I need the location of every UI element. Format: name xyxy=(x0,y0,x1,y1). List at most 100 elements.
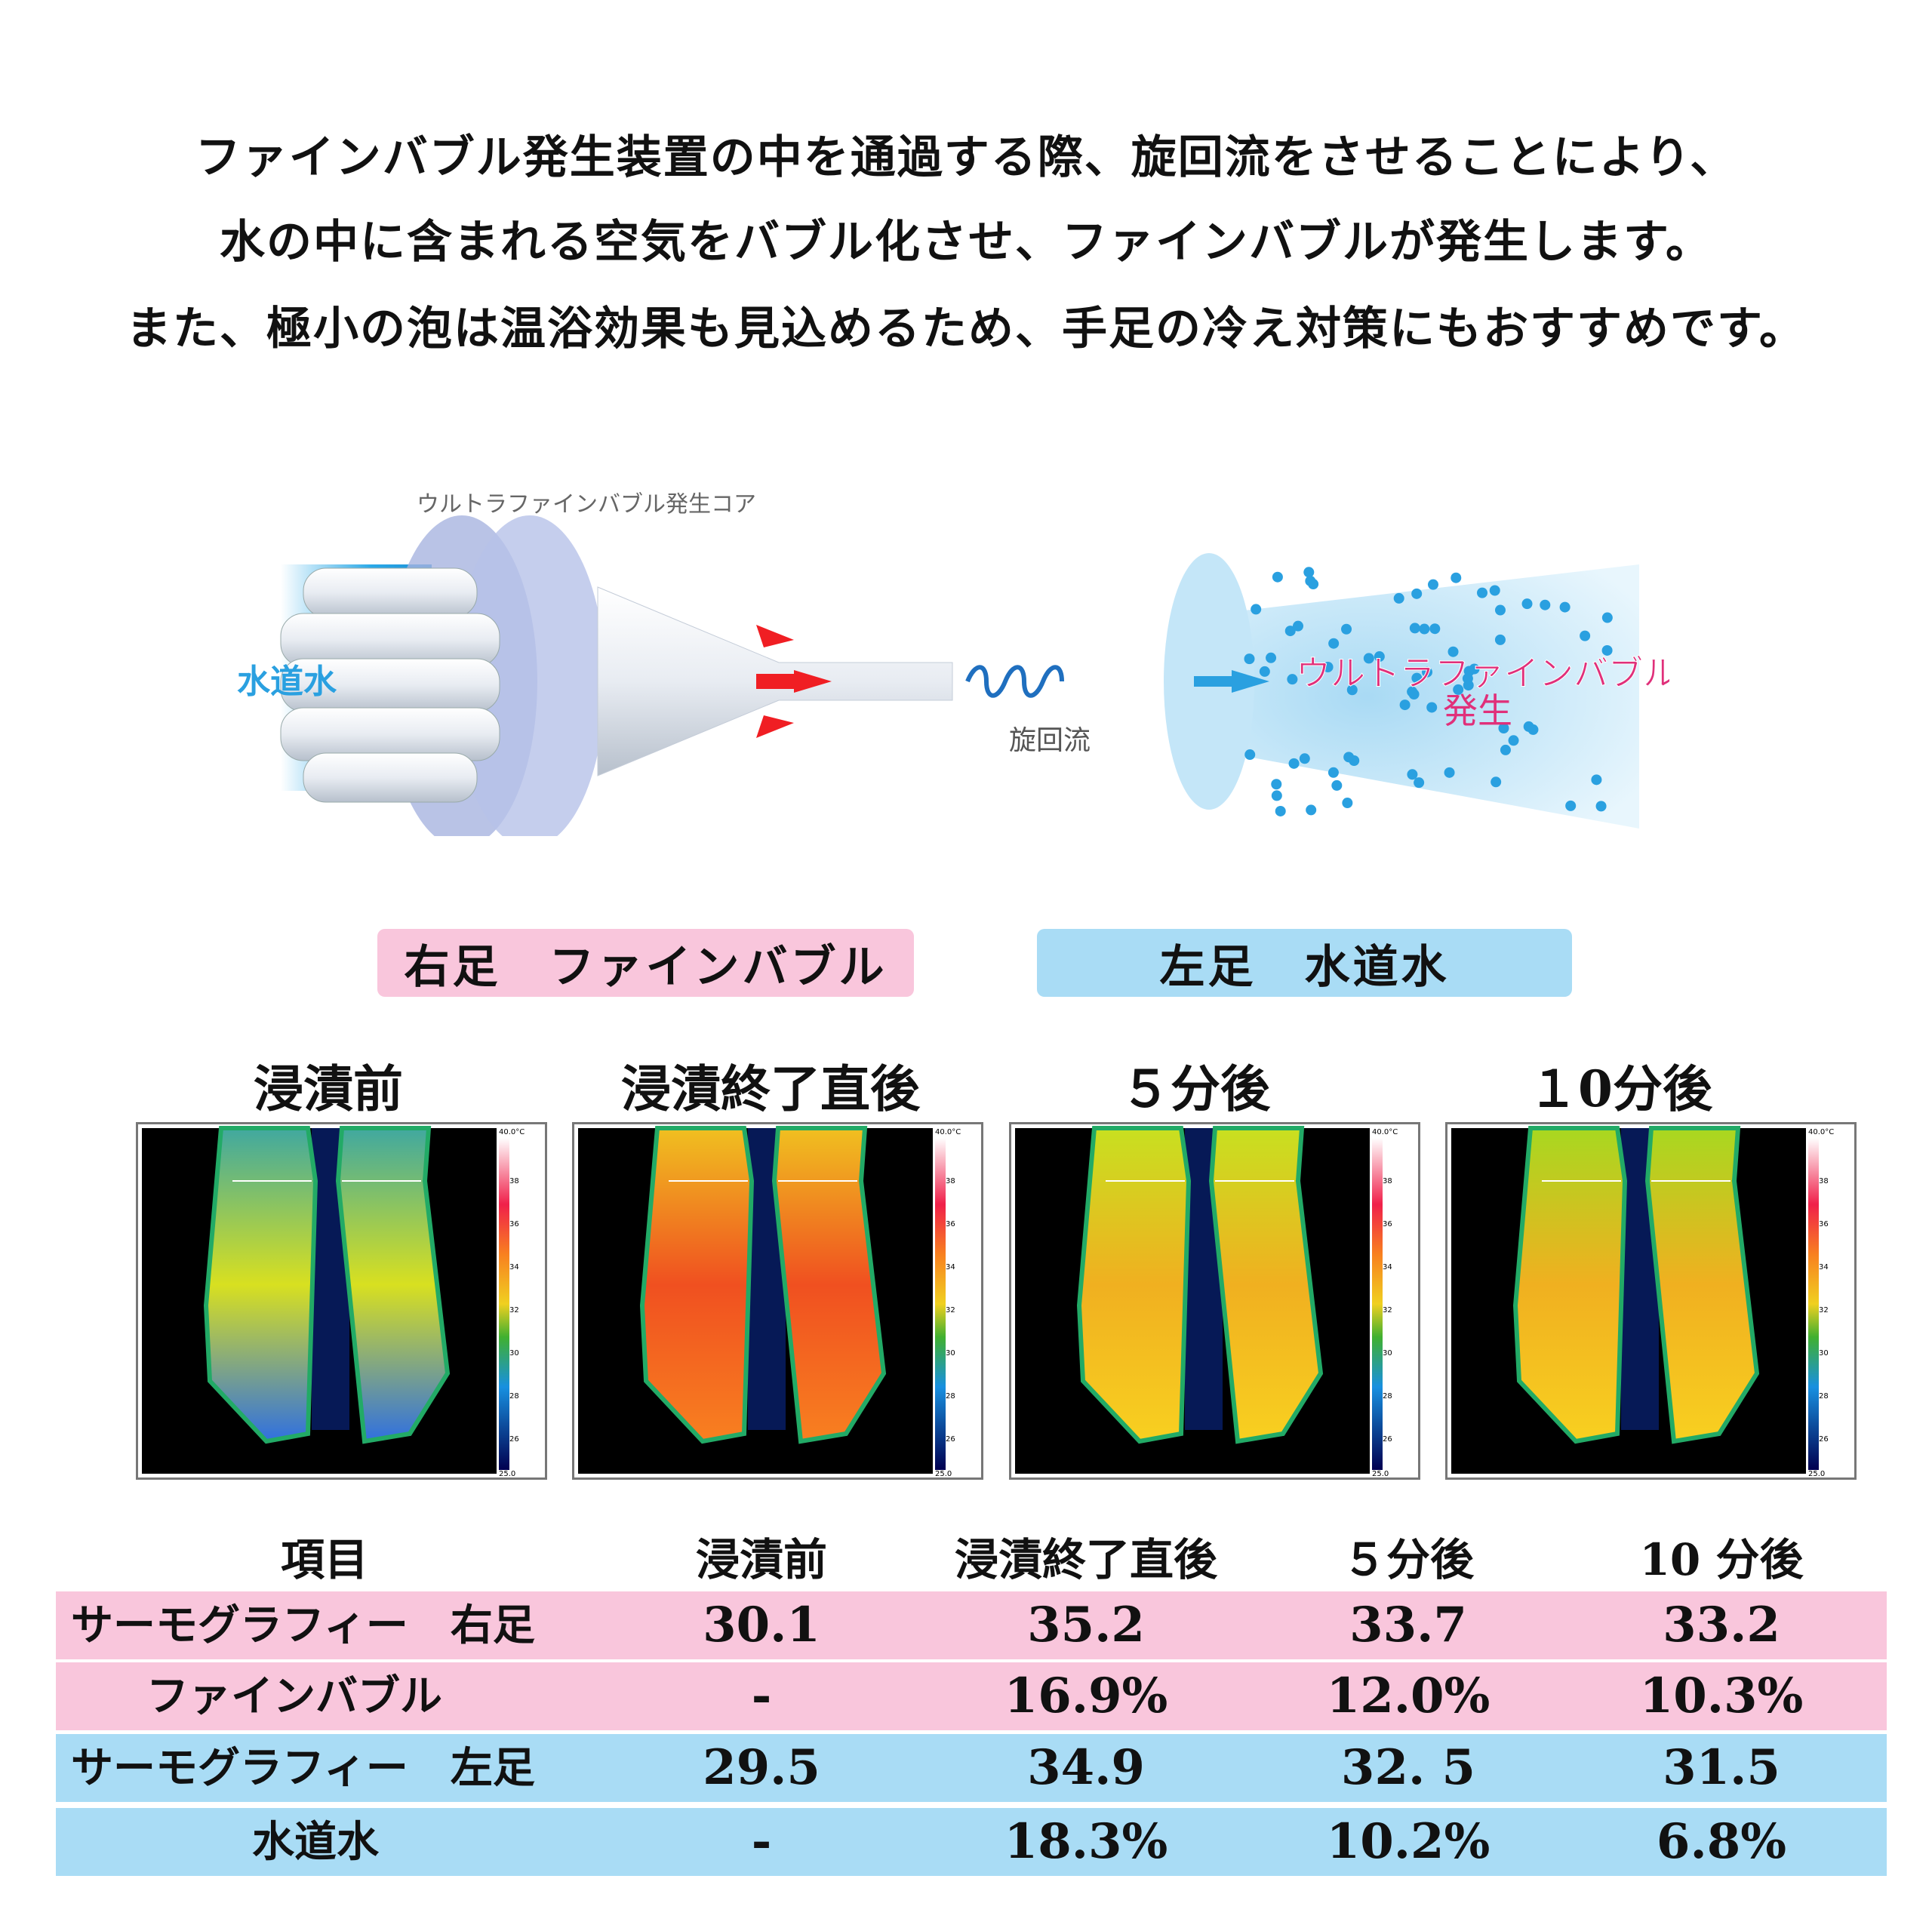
output-label: ウルトラファインバブル xyxy=(1296,653,1669,693)
bubble xyxy=(1523,721,1534,732)
table-cell: 30.1 xyxy=(703,1597,820,1653)
scale-min: 25.0 xyxy=(1372,1470,1389,1477)
bubble xyxy=(1341,623,1352,635)
bubble xyxy=(1287,674,1298,685)
svg-text:28: 28 xyxy=(1383,1392,1392,1401)
table-cell: 18.3% xyxy=(1004,1813,1168,1870)
svg-text:32: 32 xyxy=(509,1306,519,1314)
svg-text:36: 36 xyxy=(946,1220,955,1228)
bubble xyxy=(1411,588,1423,599)
bubble xyxy=(1328,638,1340,649)
svg-text:34: 34 xyxy=(509,1263,519,1271)
scale-max: 40.0°C xyxy=(499,1128,525,1136)
svg-text:30: 30 xyxy=(1819,1349,1829,1358)
svg-text:38: 38 xyxy=(1383,1177,1392,1185)
bubble xyxy=(1284,626,1296,637)
bubble xyxy=(1346,684,1358,696)
bubble xyxy=(1469,663,1480,675)
table-cell: 35.2 xyxy=(1027,1597,1145,1653)
bubble xyxy=(1477,587,1488,598)
scale-min: 25.0 xyxy=(1808,1470,1825,1477)
bubble xyxy=(1306,804,1317,816)
bubble xyxy=(1299,753,1310,764)
bubble xyxy=(1251,604,1262,615)
bubble xyxy=(1494,604,1506,616)
table-cell: 33.7 xyxy=(1349,1597,1467,1653)
bubble xyxy=(1540,599,1551,610)
bubble xyxy=(1407,686,1418,697)
svg-text:32: 32 xyxy=(1819,1306,1829,1314)
svg-text:26: 26 xyxy=(946,1435,955,1444)
bubble xyxy=(1293,620,1304,632)
bubble xyxy=(1271,779,1282,790)
svg-text:38: 38 xyxy=(946,1177,955,1185)
bubble xyxy=(1601,644,1613,656)
svg-text:26: 26 xyxy=(1383,1435,1392,1444)
bubble xyxy=(1447,646,1459,657)
table-cell: 16.9% xyxy=(1004,1668,1168,1724)
intro-line-2: 水の中に含まれる空気をバブル化させ、ファインバブルが発生します。 xyxy=(220,216,1712,269)
svg-text:28: 28 xyxy=(509,1392,519,1401)
bubble xyxy=(1508,735,1519,746)
bubble xyxy=(1429,623,1441,635)
row-label: 水道水 xyxy=(252,1817,379,1867)
bubble xyxy=(1374,651,1385,663)
bubble xyxy=(1331,779,1343,791)
core-label: ウルトラファインバブル発生コア xyxy=(417,491,756,518)
bubble xyxy=(1266,652,1277,663)
bubble xyxy=(1399,700,1411,711)
table-cell: 6.8% xyxy=(1656,1813,1787,1870)
fine-bubble-diagram: ウルトラファインバブル発生コア 水道水 旋回流 ウルトラファインバブル 発生 xyxy=(235,489,1678,847)
bubble xyxy=(1303,567,1315,578)
swirl-label: 旋回流 xyxy=(1009,725,1091,756)
column-title: 浸漬前 xyxy=(254,1059,403,1118)
bubble xyxy=(1426,702,1438,713)
table-header: 10 分後 xyxy=(1639,1534,1804,1585)
svg-text:36: 36 xyxy=(1383,1220,1392,1228)
table-cell: - xyxy=(751,1813,772,1870)
bubble xyxy=(1565,800,1577,811)
intro-line-3: また、極小の泡は温浴効果も見込めるため、手足の冷え対策にもおすすめです。 xyxy=(126,303,1806,355)
svg-text:26: 26 xyxy=(509,1435,519,1444)
svg-text:30: 30 xyxy=(1383,1349,1392,1358)
table-cell: 32. 5 xyxy=(1340,1739,1476,1796)
bubble xyxy=(1463,680,1474,691)
svg-text:32: 32 xyxy=(946,1306,955,1314)
bubble xyxy=(1414,777,1425,789)
bubble xyxy=(1500,744,1511,755)
svg-text:38: 38 xyxy=(509,1177,519,1185)
svg-text:36: 36 xyxy=(1819,1220,1829,1228)
bubble xyxy=(1444,767,1455,778)
bubble xyxy=(1259,666,1270,677)
bubble xyxy=(1322,661,1334,672)
bubble xyxy=(1393,592,1404,604)
bubble xyxy=(1601,612,1613,623)
table-cell: - xyxy=(751,1668,772,1724)
svg-text:28: 28 xyxy=(1819,1392,1829,1401)
bubble xyxy=(1521,598,1533,610)
bubble xyxy=(1559,601,1571,613)
bubble xyxy=(1407,769,1418,780)
bubble xyxy=(1591,774,1602,786)
svg-text:34: 34 xyxy=(946,1263,955,1271)
bubble xyxy=(1244,749,1256,761)
table-header: 項目 xyxy=(280,1534,368,1585)
bubble xyxy=(1409,623,1420,634)
bubble xyxy=(1342,798,1353,809)
table-cell: 12.0% xyxy=(1326,1668,1491,1724)
svg-text:36: 36 xyxy=(509,1220,519,1228)
inlet-label: 水道水 xyxy=(237,663,337,701)
table-cell: 10.3% xyxy=(1639,1668,1804,1724)
legend-left-foot: 左足 水道水 xyxy=(1037,929,1572,997)
bubble xyxy=(1363,653,1374,664)
svg-text:26: 26 xyxy=(1819,1435,1829,1444)
svg-text:30: 30 xyxy=(509,1349,519,1358)
bubble xyxy=(1275,805,1286,816)
scale-max: 40.0°C xyxy=(935,1128,961,1136)
table-header: 浸漬前 xyxy=(695,1534,827,1585)
bubble xyxy=(1494,634,1506,645)
